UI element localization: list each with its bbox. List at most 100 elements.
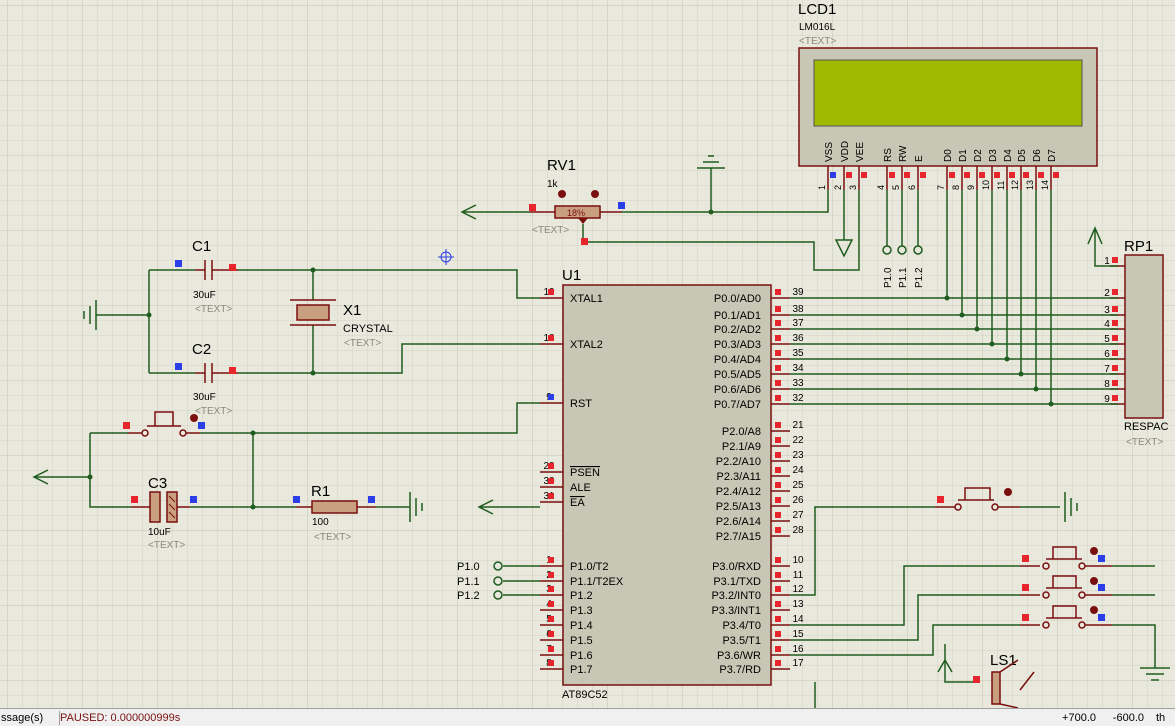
p1-terminals-left[interactable]: P1.0 P1.1 P1.2 (457, 561, 503, 602)
pin-marker (979, 172, 985, 178)
lcd-pin-name: D1 (958, 149, 969, 162)
pin-marker (548, 616, 554, 622)
junctions (87, 209, 1054, 510)
pin-marker (1112, 350, 1118, 356)
lcd-pin-number: 2 (833, 185, 843, 190)
r1-text: <TEXT> (314, 532, 351, 543)
u1-pin-name: P0.4/AD4 (714, 354, 761, 366)
u1-pin-name: P2.6/A14 (716, 516, 761, 528)
u1-pin-name: P3.6/WR (717, 650, 761, 662)
rv1-potentiometer[interactable]: RV1 1k 18% <TEXT> (529, 157, 625, 245)
c1-capacitor[interactable]: C1 30uF <TEXT> (175, 238, 238, 315)
reset-button[interactable] (123, 411, 205, 437)
pin-marker (548, 394, 554, 400)
schematic[interactable]: LCD1 LM016L <TEXT> VSS1VDD2VEE3RS4RW5E6D… (0, 0, 1175, 709)
lcd-pin-number: 3 (848, 185, 858, 190)
c3-ref: C3 (148, 475, 167, 492)
terminal-label: P1.1 (457, 576, 480, 588)
key-buttons[interactable] (1020, 546, 1112, 629)
c3-capacitor[interactable]: C3 10uF <TEXT> (131, 475, 197, 551)
u1-pin-name: P0.6/AD6 (714, 384, 761, 396)
rv1-text: <TEXT> (532, 225, 569, 236)
pin-marker (548, 289, 554, 295)
ls1-ref: LS1 (990, 652, 1017, 669)
status-bar: ssage(s) PAUSED: 0.000000999s +700.0 -60… (0, 708, 1175, 726)
pin-marker (775, 586, 781, 592)
lcd-pin-name: VDD (840, 141, 851, 162)
pin-marker (1009, 172, 1015, 178)
r1-resistor[interactable]: R1 100 <TEXT> (293, 483, 376, 543)
u1-pin-number: 37 (792, 318, 804, 329)
rp1-pin-number: 4 (1104, 319, 1110, 330)
pin-marker (775, 365, 781, 371)
pin-marker (830, 172, 836, 178)
u1-pin-number: 27 (792, 510, 804, 521)
u1-pin-number: 14 (792, 614, 804, 625)
pin-marker (548, 493, 554, 499)
lcd-pin-name: D5 (1017, 149, 1028, 162)
pin-marker (1053, 172, 1059, 178)
pin-marker (889, 172, 895, 178)
pin-marker (775, 646, 781, 652)
u1-pin-name: P1.7 (570, 664, 593, 676)
lcd-pin-number: 11 (996, 181, 1006, 190)
u1-pin-name: P2.4/A12 (716, 486, 761, 498)
simulation-status: PAUSED: 0.000000999s (60, 712, 181, 724)
x1-text: <TEXT> (344, 338, 381, 349)
pin-marker (1112, 380, 1118, 386)
pin-marker (775, 335, 781, 341)
pin-marker (548, 478, 554, 484)
u1-pin-number: 36 (792, 333, 804, 344)
x1-crystal[interactable]: X1 CRYSTAL <TEXT> (290, 299, 393, 349)
lcd-pin-number: 12 (1010, 180, 1020, 190)
lcd-text: <TEXT> (799, 36, 836, 47)
messages-indicator[interactable]: ssage(s) (0, 711, 60, 725)
u1-pin-name: P1.3 (570, 605, 593, 617)
lcd-pin-number: 13 (1025, 180, 1035, 190)
pin-marker (775, 395, 781, 401)
u1-pin-name: ALE (570, 482, 591, 494)
u1-pin-number: 22 (792, 435, 804, 446)
u1-part: AT89C52 (562, 689, 608, 701)
rp1-body (1124, 254, 1164, 419)
x1-ref: X1 (343, 302, 361, 319)
lcd-pin-number: 9 (966, 185, 976, 190)
u1-pin-name: P3.4/T0 (722, 620, 761, 632)
u1-pin-number: 23 (792, 450, 804, 461)
pin-marker (1112, 320, 1118, 326)
power-terminal-arrows (32, 204, 1103, 673)
c2-capacitor[interactable]: C2 30uF <TEXT> (175, 341, 238, 417)
u1-pin-name: P2.1/A9 (722, 441, 761, 453)
rp1-pin-number: 9 (1104, 394, 1110, 405)
lcd-pin-number: 5 (891, 185, 901, 190)
int0-button[interactable] (935, 487, 1020, 511)
u1-pin-name: P1.0/T2 (570, 561, 609, 573)
x1-value: CRYSTAL (343, 323, 393, 335)
terminal-label: P1.1 (898, 267, 909, 288)
c3-text: <TEXT> (148, 540, 185, 551)
lcd-pin-number: 7 (936, 185, 946, 190)
pin-marker (775, 660, 781, 666)
lcd1[interactable]: LCD1 LM016L <TEXT> VSS1VDD2VEE3RS4RW5E6D… (798, 1, 1098, 190)
u1-body (562, 284, 772, 686)
pin-marker (775, 482, 781, 488)
c3-value: 10uF (148, 527, 171, 538)
ls1-speaker[interactable]: LS1 (973, 652, 1035, 709)
u1-pin-number: 35 (792, 348, 804, 359)
pin-marker (964, 172, 970, 178)
u1-pin-number: 28 (792, 525, 804, 536)
r1-value: 100 (312, 517, 329, 528)
pin-marker (775, 452, 781, 458)
pin-marker (775, 512, 781, 518)
c1-ref: C1 (192, 238, 211, 255)
u1-microcontroller[interactable]: U1 AT89C52 19XTAL118XTAL29RST29PSEN30ALE… (540, 267, 804, 701)
p1-terminals-top[interactable]: P1.0 P1.1 P1.2 (882, 245, 925, 288)
rv1-ref: RV1 (547, 157, 576, 174)
u1-pin-name: P1.5 (570, 635, 593, 647)
cursor-y-readout: -600.0 (1112, 712, 1144, 724)
u1-pin-name: P1.4 (570, 620, 593, 632)
u1-pin-name: P2.0/A8 (722, 426, 761, 438)
lcd-pin-name: D4 (1003, 149, 1014, 162)
u1-pin-name: PSEN (570, 467, 600, 479)
